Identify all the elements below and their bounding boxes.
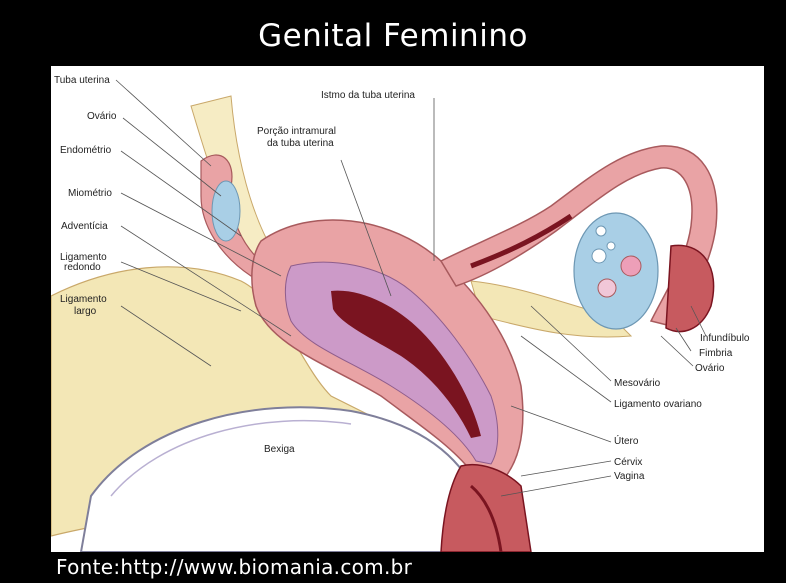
label-ovario-right: Ovário (695, 363, 724, 374)
label-cervix: Cérvix (614, 457, 642, 468)
slide-title: Genital Feminino (0, 18, 786, 54)
source-credit: Fonte:http://www.biomania.com.br (56, 555, 412, 579)
label-ligamento-ovariano: Ligamento ovariano (614, 399, 702, 410)
label-istmo: Istmo da tuba uterina (321, 90, 415, 101)
label-porcao-1: Porção intramural (257, 126, 336, 137)
anatomy-diagram: Tuba uterina Ovário Endométrio Miométrio… (51, 66, 764, 552)
label-ligamento-largo-1: Ligamento (60, 294, 107, 305)
label-utero: Útero (614, 436, 638, 447)
label-bexiga: Bexiga (264, 444, 295, 455)
label-endometrio: Endométrio (60, 145, 111, 156)
label-adventicia: Adventícia (61, 221, 108, 232)
cervix-vagina (441, 465, 531, 552)
label-tuba-uterina: Tuba uterina (54, 75, 110, 86)
label-porcao-2: da tuba uterina (267, 138, 334, 149)
label-infundibulo: Infundíbulo (700, 333, 750, 344)
label-vagina: Vagina (614, 471, 644, 482)
right-ovary (574, 213, 658, 329)
label-ovario-left: Ovário (87, 111, 116, 122)
label-ligamento-redondo-2: redondo (64, 262, 101, 273)
label-mesovario: Mesovário (614, 378, 660, 389)
label-fimbria: Fimbria (699, 348, 732, 359)
label-ligamento-largo-2: largo (74, 306, 96, 317)
label-miometrio: Miométrio (68, 188, 112, 199)
anatomy-illustration (51, 66, 764, 552)
